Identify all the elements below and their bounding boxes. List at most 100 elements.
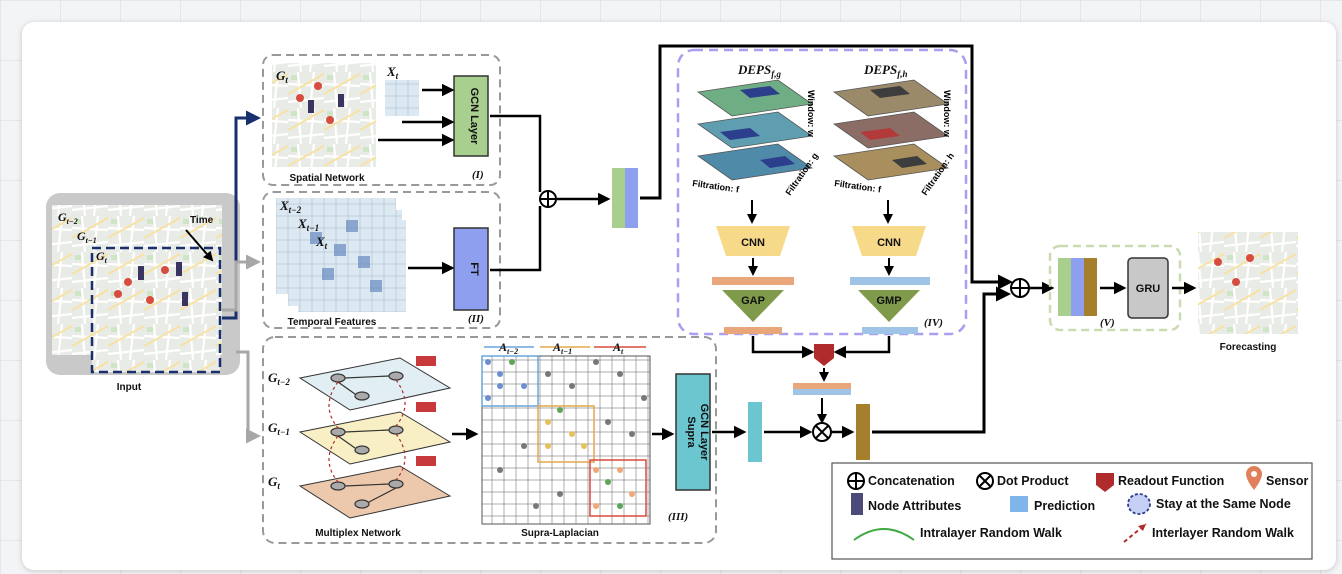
- gru-block: [1127, 257, 1169, 319]
- legend-prediction-icon: [1010, 496, 1028, 512]
- gap-label: GAP: [741, 295, 765, 307]
- line-ft-to-concat: [490, 206, 542, 272]
- multiplex-layer-t: [298, 465, 452, 519]
- input-map-front: [90, 246, 222, 374]
- multiplex-nodes: [330, 371, 404, 509]
- pooled-bar-left: [724, 327, 782, 334]
- roman-numeral-i: (I): [472, 169, 484, 181]
- legend-readout-icon: [1096, 473, 1114, 492]
- spatial-graph-label: Gt: [276, 68, 288, 85]
- legend-dot-product-icon: [976, 472, 994, 490]
- temporal-features-panel: Xt−2 Xt−1 Xt FT Temporal Features (II): [262, 191, 501, 329]
- input-caption: Input: [117, 382, 142, 393]
- dot-product-icon: [812, 422, 832, 442]
- time-label: Time: [190, 215, 214, 226]
- sensor-icon: [1214, 254, 1254, 286]
- ft-block: [453, 227, 489, 311]
- supra-gcn-layer-block: [675, 373, 711, 491]
- readout-bar-orange: [793, 383, 851, 389]
- supra-gcn-label-line2: GCN Layer: [698, 404, 710, 462]
- deps-fg-window-label: Window: w: [806, 90, 816, 138]
- legend-stay-label: Stay at the Same Node: [1156, 497, 1291, 511]
- line-fused-to-final-concat: [872, 286, 1011, 434]
- pooled-bar-right: [862, 327, 918, 334]
- concatenation-icon: [1010, 278, 1030, 298]
- block-a-t-minus-2: [481, 355, 539, 407]
- roman-numeral-ii: (II): [468, 313, 484, 325]
- ft-label: FT: [468, 262, 480, 276]
- node-attributes-icon: [138, 262, 188, 306]
- deps-fh-stack: [832, 79, 950, 181]
- supra-embedding-bar: [748, 402, 762, 462]
- temporal-x-t-minus-2: Xt−2: [279, 198, 302, 215]
- legend-prediction-label: Prediction: [1034, 499, 1095, 513]
- supra-gcn-label-line1: Supra: [685, 416, 697, 448]
- legend-interlayer-label: Interlayer Random Walk: [1152, 526, 1294, 540]
- arrow-input-to-multiplex: [236, 350, 261, 444]
- input-g-t-minus-1: Gt−1: [77, 229, 97, 245]
- temporal-panel-border: [262, 191, 501, 329]
- gcn-layer-label: GCN Layer: [468, 88, 480, 146]
- supra-laplacian-caption: Supra-Laplacian: [521, 528, 599, 539]
- block-a-t-minus-1: [537, 405, 595, 463]
- legend-interlayer-arrowhead: [1138, 524, 1146, 531]
- legend-readout-label: Readout Function: [1118, 474, 1224, 488]
- gap-block: [722, 290, 784, 322]
- multiplex-g-t-minus-2: Gt−2: [268, 370, 290, 387]
- temporal-x-t: Xt: [315, 234, 328, 251]
- cnn-block-right: [852, 226, 926, 256]
- multiplex-g-t-minus-1: Gt−1: [268, 420, 290, 437]
- arrow-gmp-to-readout: [833, 336, 891, 359]
- feature-label-xt: Xt: [386, 64, 399, 81]
- legend-stay-icon: [1127, 493, 1151, 515]
- legend-sensor-icon: [1246, 466, 1262, 490]
- matrix-label-a-t: At: [612, 340, 624, 356]
- feature-bar-right: [850, 277, 930, 285]
- gmp-block: [858, 290, 920, 322]
- multiplex-panel: Gt−2 Gt−1 Gt Multiplex Network At−2 At−: [262, 336, 717, 544]
- layer-tag-t-minus-1: [416, 402, 436, 412]
- deps-panel: DEPSf,g DEPSf,h Window: w Filtration: f …: [676, 48, 968, 336]
- node-attributes-icon: [308, 94, 344, 113]
- final-bar-green: [1058, 258, 1071, 316]
- legend-dot-product-label: Dot Product: [997, 474, 1069, 488]
- multiplex-g-t: Gt: [268, 474, 280, 491]
- gru-panel: GRU (V): [1048, 244, 1182, 332]
- readout-bar-blue: [793, 389, 851, 395]
- spatial-caption: Spatial Network: [289, 173, 364, 184]
- matrix-dots: [485, 359, 647, 509]
- layer-tag-t-minus-2: [416, 356, 436, 366]
- final-bar-blue: [1071, 258, 1084, 316]
- legend-sensor-label: Sensor: [1266, 474, 1309, 488]
- roman-numeral-iii: (III): [668, 511, 688, 523]
- feature-matrix-xt: [385, 80, 419, 116]
- multiplex-caption: Multiplex Network: [315, 528, 401, 539]
- arrow-gap-to-readout: [751, 336, 815, 359]
- feature-bar-left: [712, 277, 794, 285]
- gru-label: GRU: [1136, 283, 1161, 295]
- legend-concatenation-icon: [847, 472, 865, 490]
- block-a-t: [589, 459, 647, 517]
- final-bar-brown: [1084, 258, 1097, 316]
- deps-fg-filtration-f: Filtration: f: [692, 178, 741, 195]
- multiplex-layer-t-minus-1: [298, 411, 452, 465]
- prediction-embedding-1: [612, 168, 638, 228]
- sensor-icon: [114, 266, 169, 304]
- roman-numeral-v: (V): [1100, 317, 1115, 329]
- roman-numeral-iv: (IV): [924, 317, 943, 329]
- spatial-network-panel: Gt Xt GCN Layer Spatial Network (I): [262, 54, 501, 186]
- forecast-map: [1198, 232, 1298, 334]
- gcn-layer-block: [453, 75, 489, 157]
- deps-fg-title: DEPSf,g: [737, 62, 781, 79]
- cnn-label-left: CNN: [741, 237, 765, 249]
- input-panel: Gt−2 Gt−1 Gt Time Input: [46, 193, 240, 393]
- deps-panel-border: [676, 48, 968, 336]
- fused-bar: [856, 404, 870, 460]
- matrix-label-a-t-minus-2: At−2: [498, 340, 518, 356]
- legend-node-attributes-icon: [851, 493, 863, 515]
- forecast-caption: Forecasting: [1220, 342, 1277, 353]
- cnn-block-left: [716, 226, 790, 256]
- legend-box: [831, 462, 1313, 560]
- concatenation-icon: [539, 190, 557, 208]
- gmp-label: GMP: [876, 295, 901, 307]
